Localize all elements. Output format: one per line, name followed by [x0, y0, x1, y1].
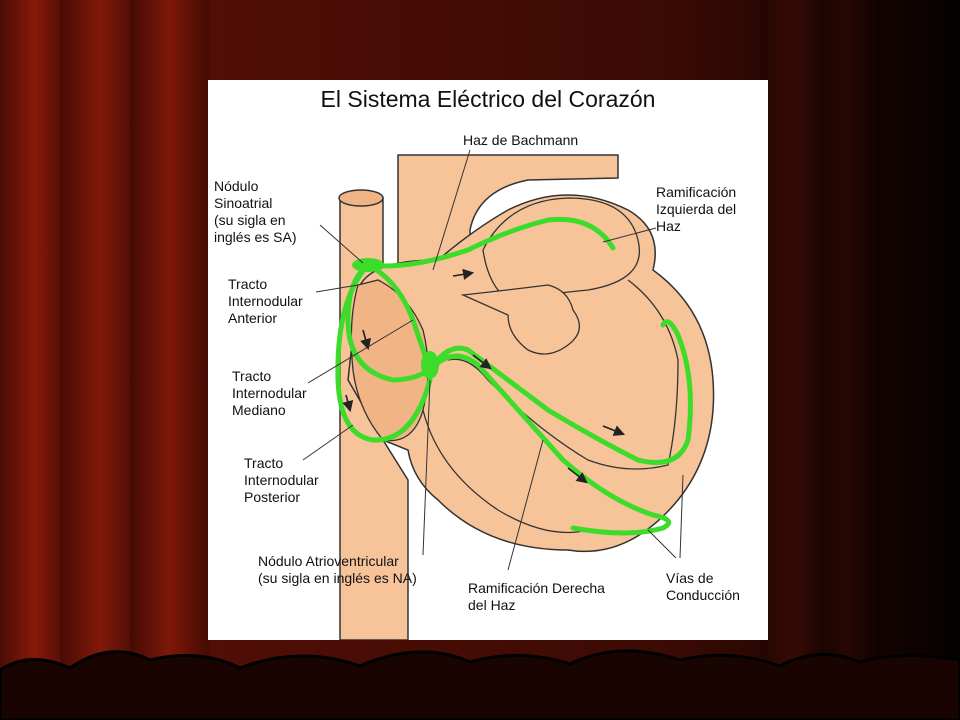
leader-posterior [302, 424, 354, 461]
leader-pathways-1 [647, 529, 677, 559]
leader-sinoatrial [319, 224, 364, 264]
flow-arrow-anterior [360, 329, 371, 351]
label-left-bundle-branch: Ramificación Izquierda del Haz [656, 184, 737, 234]
right-ventricle-outline [422, 409, 589, 534]
flow-arrow-posterior [342, 394, 354, 413]
leader-pathways-2 [679, 474, 684, 559]
leader-left-branch [602, 227, 657, 243]
leader-right-branch [507, 439, 544, 571]
label-sinoatrial-node: Nódulo Sinoatrial (su sigla en inglés es… [214, 178, 297, 245]
label-anterior-tract: Tracto Internodular Anterior [228, 276, 303, 326]
heart-diagram [302, 149, 715, 640]
posterior-tract-path [335, 262, 433, 443]
label-right-bundle-branch: Ramificación Derecha del Haz [468, 580, 605, 613]
right-atrium-outline [350, 279, 429, 442]
diagram-title: El Sistema Eléctrico del Corazón [320, 86, 656, 112]
label-conduction-pathways: Vías de Conducción [666, 570, 740, 603]
septum-outline [447, 279, 679, 470]
heart-body [347, 194, 715, 553]
av-node [421, 351, 439, 379]
valve-outline [460, 284, 580, 355]
flow-arrow-right-branch [567, 467, 588, 484]
vena-cava-top-opening [338, 189, 384, 207]
flow-arrow-left-branch [602, 425, 626, 436]
diagram-card: El Sistema Eléctrico del Corazón Haz de … [208, 80, 768, 640]
bachmann-bundle-path [365, 216, 616, 269]
label-av-node: Nódulo Atrioventricular (su sigla en ing… [258, 553, 417, 586]
flow-arrow-bachmann [452, 268, 475, 280]
sa-node [352, 258, 384, 272]
leader-mediano [307, 319, 414, 384]
leader-av-node [422, 379, 431, 556]
label-middle-tract: Tracto Internodular Mediano [232, 368, 307, 418]
leader-bachmann [432, 149, 471, 271]
flow-arrow-septum [472, 354, 492, 370]
label-bachmann-bundle: Haz de Bachmann [463, 132, 579, 148]
left-bundle-branch-path [427, 319, 693, 465]
label-posterior-tract: Tracto Internodular Posterior [244, 455, 319, 505]
leader-anterior [315, 284, 359, 293]
right-bundle-branch-path [427, 353, 672, 536]
